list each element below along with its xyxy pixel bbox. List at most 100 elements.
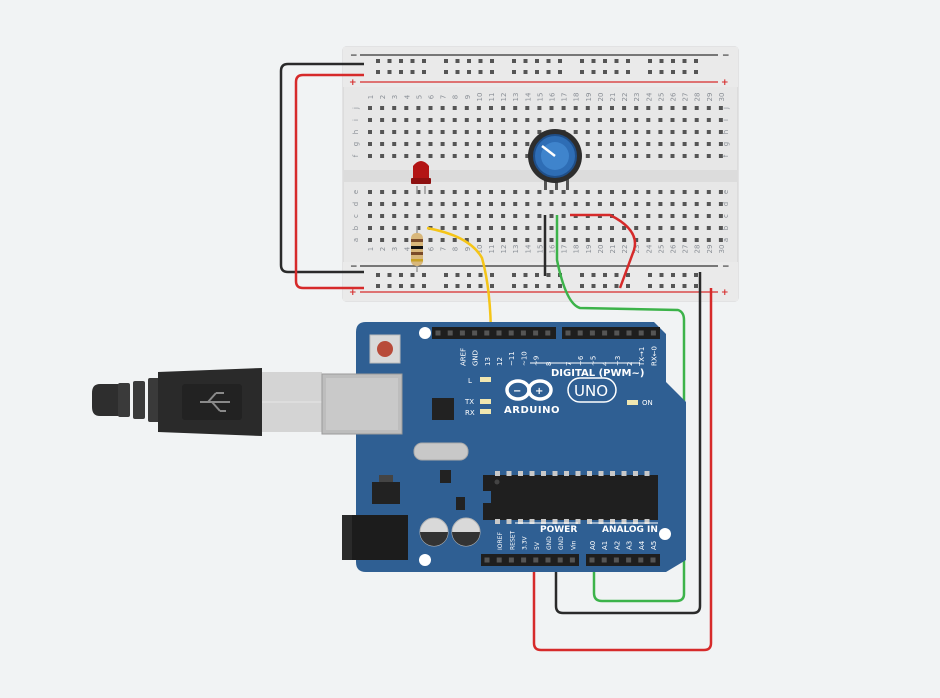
terminal-hole[interactable] [392, 106, 397, 110]
rail-hole-bottom-minus[interactable] [626, 273, 630, 277]
rail-hole-bottom-plus[interactable] [603, 284, 607, 288]
terminal-hole[interactable] [706, 118, 711, 122]
analog-pin-hole[interactable] [638, 557, 644, 563]
rail-hole-top-plus[interactable] [387, 70, 392, 74]
terminal-hole[interactable] [622, 118, 627, 122]
rail-hole-bottom-minus[interactable] [399, 273, 403, 277]
rail-hole-top-minus[interactable] [490, 59, 494, 63]
terminal-hole[interactable] [416, 202, 421, 206]
terminal-hole[interactable] [597, 154, 602, 158]
terminal-hole[interactable] [452, 238, 457, 242]
rail-hole-bottom-plus[interactable] [580, 284, 584, 288]
digital-pin-hole[interactable] [520, 330, 526, 336]
rail-hole-top-plus[interactable] [535, 70, 539, 74]
wire-red-pot-vcc[interactable] [570, 213, 637, 289]
analog-pin-hole[interactable] [650, 557, 656, 563]
terminal-hole[interactable] [525, 154, 530, 158]
terminal-hole[interactable] [440, 190, 445, 194]
terminal-hole[interactable] [440, 154, 445, 158]
terminal-hole[interactable] [694, 214, 699, 218]
wire-red-left-rail[interactable] [294, 73, 364, 290]
terminal-hole[interactable] [585, 202, 590, 206]
terminal-hole[interactable] [368, 226, 372, 230]
terminal-hole[interactable] [646, 118, 651, 122]
rail-hole-bottom-minus[interactable] [546, 273, 551, 277]
terminal-hole[interactable] [416, 190, 421, 194]
terminal-hole[interactable] [380, 226, 385, 230]
terminal-hole[interactable] [585, 106, 590, 110]
digital-pin-hole[interactable] [626, 330, 632, 336]
terminal-hole[interactable] [549, 190, 554, 194]
terminal-hole[interactable] [452, 202, 457, 206]
terminal-hole[interactable] [718, 130, 723, 134]
terminal-hole[interactable] [646, 190, 651, 194]
terminal-hole[interactable] [416, 154, 421, 158]
terminal-hole[interactable] [585, 154, 590, 158]
terminal-hole[interactable] [658, 106, 663, 110]
terminal-hole[interactable] [464, 118, 469, 122]
reset-button[interactable] [377, 341, 393, 357]
terminal-hole[interactable] [513, 118, 518, 122]
digital-pin-hole[interactable] [638, 330, 644, 336]
terminal-hole[interactable] [513, 142, 518, 146]
terminal-hole[interactable] [464, 190, 469, 194]
terminal-hole[interactable] [380, 142, 385, 146]
terminal-hole[interactable] [404, 142, 409, 146]
rail-hole-bottom-plus[interactable] [455, 284, 460, 288]
terminal-hole[interactable] [368, 154, 372, 158]
terminal-hole[interactable] [452, 226, 457, 230]
terminal-hole[interactable] [489, 154, 493, 158]
terminal-hole[interactable] [513, 190, 518, 194]
digital-pin-hole[interactable] [577, 330, 583, 336]
terminal-hole[interactable] [404, 214, 409, 218]
rail-hole-top-plus[interactable] [648, 70, 652, 74]
terminal-hole[interactable] [525, 190, 530, 194]
terminal-hole[interactable] [646, 202, 651, 206]
rail-hole-bottom-plus[interactable] [410, 284, 415, 288]
power-pin-hole[interactable] [521, 557, 527, 563]
terminal-hole[interactable] [706, 202, 711, 206]
terminal-hole[interactable] [634, 238, 639, 242]
terminal-hole[interactable] [634, 142, 639, 146]
terminal-hole[interactable] [610, 202, 614, 206]
terminal-hole[interactable] [658, 154, 663, 158]
terminal-hole[interactable] [658, 214, 663, 218]
terminal-hole[interactable] [392, 226, 397, 230]
terminal-hole[interactable] [452, 214, 457, 218]
terminal-hole[interactable] [476, 238, 481, 242]
terminal-hole[interactable] [513, 106, 518, 110]
terminal-hole[interactable] [501, 142, 506, 146]
rail-hole-top-minus[interactable] [422, 59, 426, 63]
terminal-hole[interactable] [597, 106, 602, 110]
terminal-hole[interactable] [416, 226, 421, 230]
terminal-hole[interactable] [501, 118, 506, 122]
rail-hole-bottom-plus[interactable] [591, 284, 596, 288]
rail-hole-bottom-minus[interactable] [671, 273, 675, 277]
terminal-hole[interactable] [549, 226, 554, 230]
terminal-hole[interactable] [525, 214, 530, 218]
power-pin-hole[interactable] [557, 557, 563, 563]
terminal-hole[interactable] [718, 142, 723, 146]
terminal-hole[interactable] [428, 130, 433, 134]
terminal-hole[interactable] [440, 106, 445, 110]
terminal-hole[interactable] [682, 226, 687, 230]
rail-hole-top-plus[interactable] [558, 70, 562, 74]
terminal-hole[interactable] [610, 190, 614, 194]
terminal-hole[interactable] [549, 214, 554, 218]
digital-pin-hole[interactable] [496, 330, 502, 336]
rail-hole-bottom-plus[interactable] [422, 284, 426, 288]
terminal-hole[interactable] [622, 106, 627, 110]
terminal-hole[interactable] [718, 202, 723, 206]
analog-pin-hole[interactable] [626, 557, 632, 563]
terminal-hole[interactable] [452, 118, 457, 122]
terminal-hole[interactable] [549, 118, 554, 122]
digital-pin-hole[interactable] [650, 330, 656, 336]
terminal-hole[interactable] [525, 202, 530, 206]
digital-pin-hole[interactable] [459, 330, 465, 336]
terminal-hole[interactable] [476, 130, 481, 134]
digital-pin-hole[interactable] [472, 330, 478, 336]
terminal-hole[interactable] [501, 190, 506, 194]
terminal-hole[interactable] [610, 118, 614, 122]
rail-hole-bottom-plus[interactable] [535, 284, 539, 288]
terminal-hole[interactable] [694, 118, 699, 122]
